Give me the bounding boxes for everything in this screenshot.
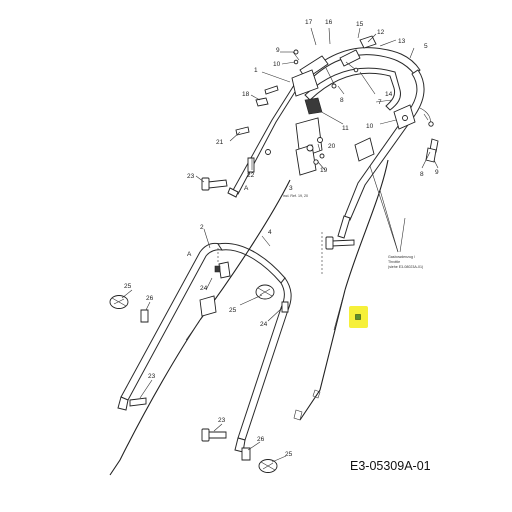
part-3-note: incl. Ref. 19, 20 <box>283 194 308 198</box>
dashed-connectors <box>217 232 323 276</box>
cables <box>109 159 389 476</box>
leader-lines <box>121 27 439 463</box>
drawing-code: E3-05309A-01 <box>350 459 431 473</box>
callout-21: 21 <box>216 139 224 146</box>
callout-20: 20 <box>328 143 336 150</box>
callout-26-left: 26 <box>146 295 154 302</box>
knob-25-left <box>109 295 149 323</box>
highlighted-part-marker[interactable] <box>349 306 368 328</box>
callout-10-right: 10 <box>366 123 374 130</box>
callout-5: 5 <box>424 43 428 50</box>
left-handle-bolts <box>235 49 325 159</box>
marker-a-lower: A <box>187 251 192 258</box>
callout-8-right: 8 <box>420 171 424 178</box>
callout-4: 4 <box>268 229 272 236</box>
throttle-note-line3: (siehe E3-08023A-01) <box>388 265 423 269</box>
callout-23-middle: 23 <box>148 373 156 380</box>
callout-3: 3 <box>289 185 293 192</box>
bolt-23-upper <box>201 177 228 191</box>
callout-17: 17 <box>305 19 313 26</box>
callout-10-top: 10 <box>273 61 281 68</box>
callout-14: 14 <box>385 91 393 98</box>
right-cable-bracket <box>354 104 439 163</box>
callout-23-top: 23 <box>187 173 195 180</box>
throttle-cable-note: Gasbowdenzug / Throttle (siehe E3-08023A… <box>388 255 423 269</box>
callout-24-left: 24 <box>200 285 208 292</box>
handle-grip-parts <box>291 49 361 176</box>
callout-12: 12 <box>377 29 385 36</box>
callout-25-bottom: 25 <box>285 451 293 458</box>
callout-22: 22 <box>247 172 255 179</box>
callout-11: 11 <box>342 125 349 132</box>
throttle-note-line1: Gasbowdenzug / <box>388 255 415 259</box>
callout-18: 18 <box>242 91 250 98</box>
callout-1: 1 <box>254 67 258 74</box>
lower-handle-frame <box>117 242 292 453</box>
bolt-23-lower <box>129 295 289 442</box>
control-bail-lever <box>304 67 401 111</box>
callout-19: 19 <box>320 167 328 174</box>
callout-26-bottom: 26 <box>257 436 265 443</box>
callout-16: 16 <box>325 19 333 26</box>
callout-23-bottom: 23 <box>218 417 226 424</box>
callout-25-left: 25 <box>124 283 132 290</box>
callout-15: 15 <box>356 21 364 28</box>
marker-a-upper: A <box>244 185 249 192</box>
callout-labels: 17 16 15 12 13 5 9 10 1 14 8 18 7 10 11 … <box>124 19 439 458</box>
callout-25-middle: 25 <box>229 307 237 314</box>
throttle-note-line2: Throttle <box>388 260 400 264</box>
callout-8-top: 8 <box>340 97 344 104</box>
callout-24-middle: 24 <box>260 321 268 328</box>
knob-25-bottom <box>241 447 278 473</box>
callout-13: 13 <box>398 38 406 45</box>
part-22-fastener <box>247 157 255 173</box>
callout-2: 2 <box>200 224 204 231</box>
callout-9-top: 9 <box>276 47 280 54</box>
callout-6-9-right: 9 <box>435 169 439 176</box>
highlighted-part <box>355 314 361 320</box>
bolt-right-middle <box>325 236 355 250</box>
callout-7: 7 <box>378 99 382 106</box>
